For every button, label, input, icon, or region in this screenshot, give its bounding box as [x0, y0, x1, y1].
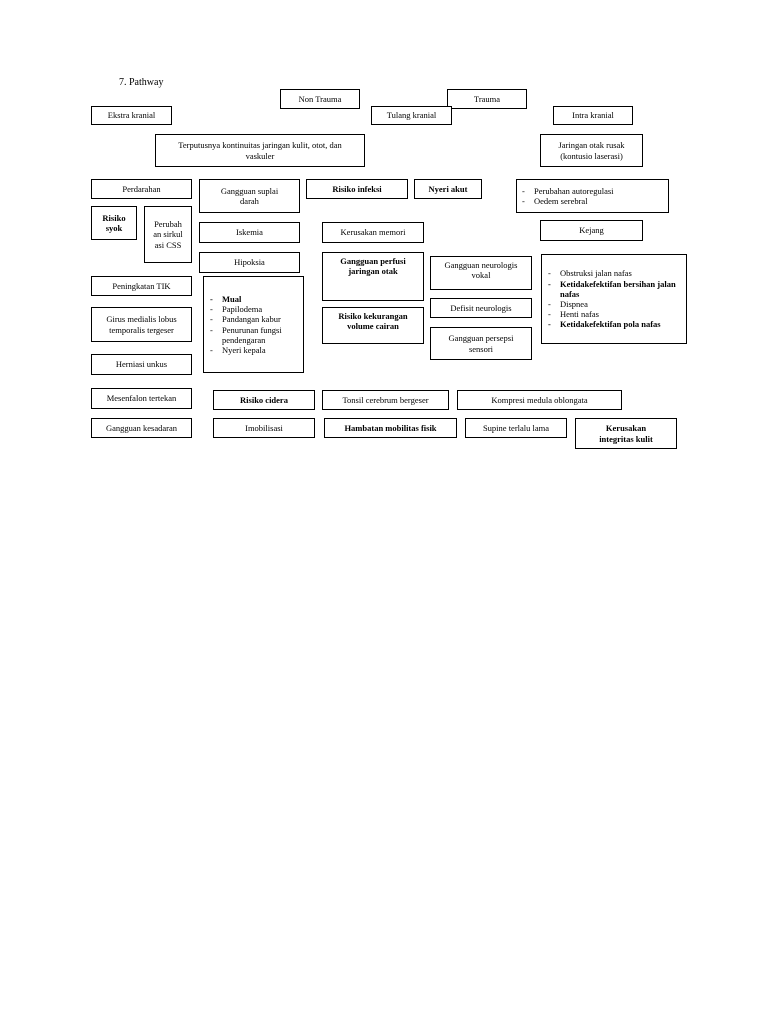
node-terputusnya: Terputusnya kontinuitas jaringan kulit, …: [155, 134, 365, 167]
node-supine: Supine terlalu lama: [465, 418, 567, 438]
node-autoregulasi: Perubahan autoregulasi Oedem serebral: [516, 179, 669, 213]
node-non-trauma: Non Trauma: [280, 89, 360, 109]
node-nyeri-akut: Nyeri akut: [414, 179, 482, 199]
node-risiko-kekurangan: Risiko kekurangan volume cairan: [322, 307, 424, 344]
list-item: Oedem serebral: [520, 196, 665, 206]
node-risiko-cidera: Risiko cidera: [213, 390, 315, 410]
node-respiratory: Obstruksi jalan nafas Ketidakefektifan b…: [541, 254, 687, 344]
list-item: Dispnea: [546, 299, 682, 309]
node-tonsil-cerebrum: Tonsil cerebrum bergeser: [322, 390, 449, 410]
list-item: Perubahan autoregulasi: [520, 186, 665, 196]
list-item: Ketidakefektifan bersihan jalan nafas: [546, 279, 682, 299]
node-imobilisasi: Imobilisasi: [213, 418, 315, 438]
list-item: Papilodema: [208, 304, 299, 314]
node-trauma: Trauma: [447, 89, 527, 109]
node-girus-medialis: Girus medialis lobus temporalis tergeser: [91, 307, 192, 342]
node-intra-kranial: Intra kranial: [553, 106, 633, 125]
node-mesenfalon: Mesenfalon tertekan: [91, 388, 192, 409]
list-item: Pandangan kabur: [208, 314, 299, 324]
node-risiko-infeksi: Risiko infeksi: [306, 179, 408, 199]
node-jaringan-otak-rusak: Jaringan otak rusak (kontusio laserasi): [540, 134, 643, 167]
node-kejang: Kejang: [540, 220, 643, 241]
node-gangguan-suplai: Gangguan suplai darah: [199, 179, 300, 213]
node-iskemia: Iskemia: [199, 222, 300, 243]
node-herniasi-unkus: Herniasi unkus: [91, 354, 192, 375]
node-risiko-syok: Risiko syok: [91, 206, 137, 240]
node-defisit-neurologis: Defisit neurologis: [430, 298, 532, 318]
list-item: Obstruksi jalan nafas: [546, 268, 682, 278]
node-perdarahan: Perdarahan: [91, 179, 192, 199]
node-kerusakan-memori: Kerusakan memori: [322, 222, 424, 243]
node-ekstra-kranial: Ekstra kranial: [91, 106, 172, 125]
page-title: 7. Pathway: [119, 77, 164, 88]
list-item: Penurunan fungsi pendengaran: [208, 325, 299, 345]
node-gangguan-neurologis-vokal: Gangguan neurologis vokal: [430, 256, 532, 290]
node-symptoms: Mual Papilodema Pandangan kabur Penuruna…: [203, 276, 304, 373]
list-item: Henti nafas: [546, 309, 682, 319]
node-hambatan-mobilitas: Hambatan mobilitas fisik: [324, 418, 457, 438]
list-item: Ketidakefektifan pola nafas: [546, 319, 682, 329]
node-gangguan-persepsi: Gangguan persepsi sensori: [430, 327, 532, 360]
node-kerusakan-integritas: Kerusakan integritas kulit: [575, 418, 677, 449]
node-perubahan-sirkulasi: Perubahan sirkulasi CSS: [144, 206, 192, 263]
node-gangguan-kesadaran: Gangguan kesadaran: [91, 418, 192, 438]
list-item: Nyeri kepala: [208, 345, 299, 355]
node-gangguan-perfusi: Gangguan perfusi jaringan otak: [322, 252, 424, 301]
node-hipoksia: Hipoksia: [199, 252, 300, 273]
node-peningkatan-tik: Peningkatan TIK: [91, 276, 192, 296]
node-tulang-kranial: Tulang kranial: [371, 106, 452, 125]
node-kompresi-medula: Kompresi medula oblongata: [457, 390, 622, 410]
list-item: Mual: [208, 294, 299, 304]
